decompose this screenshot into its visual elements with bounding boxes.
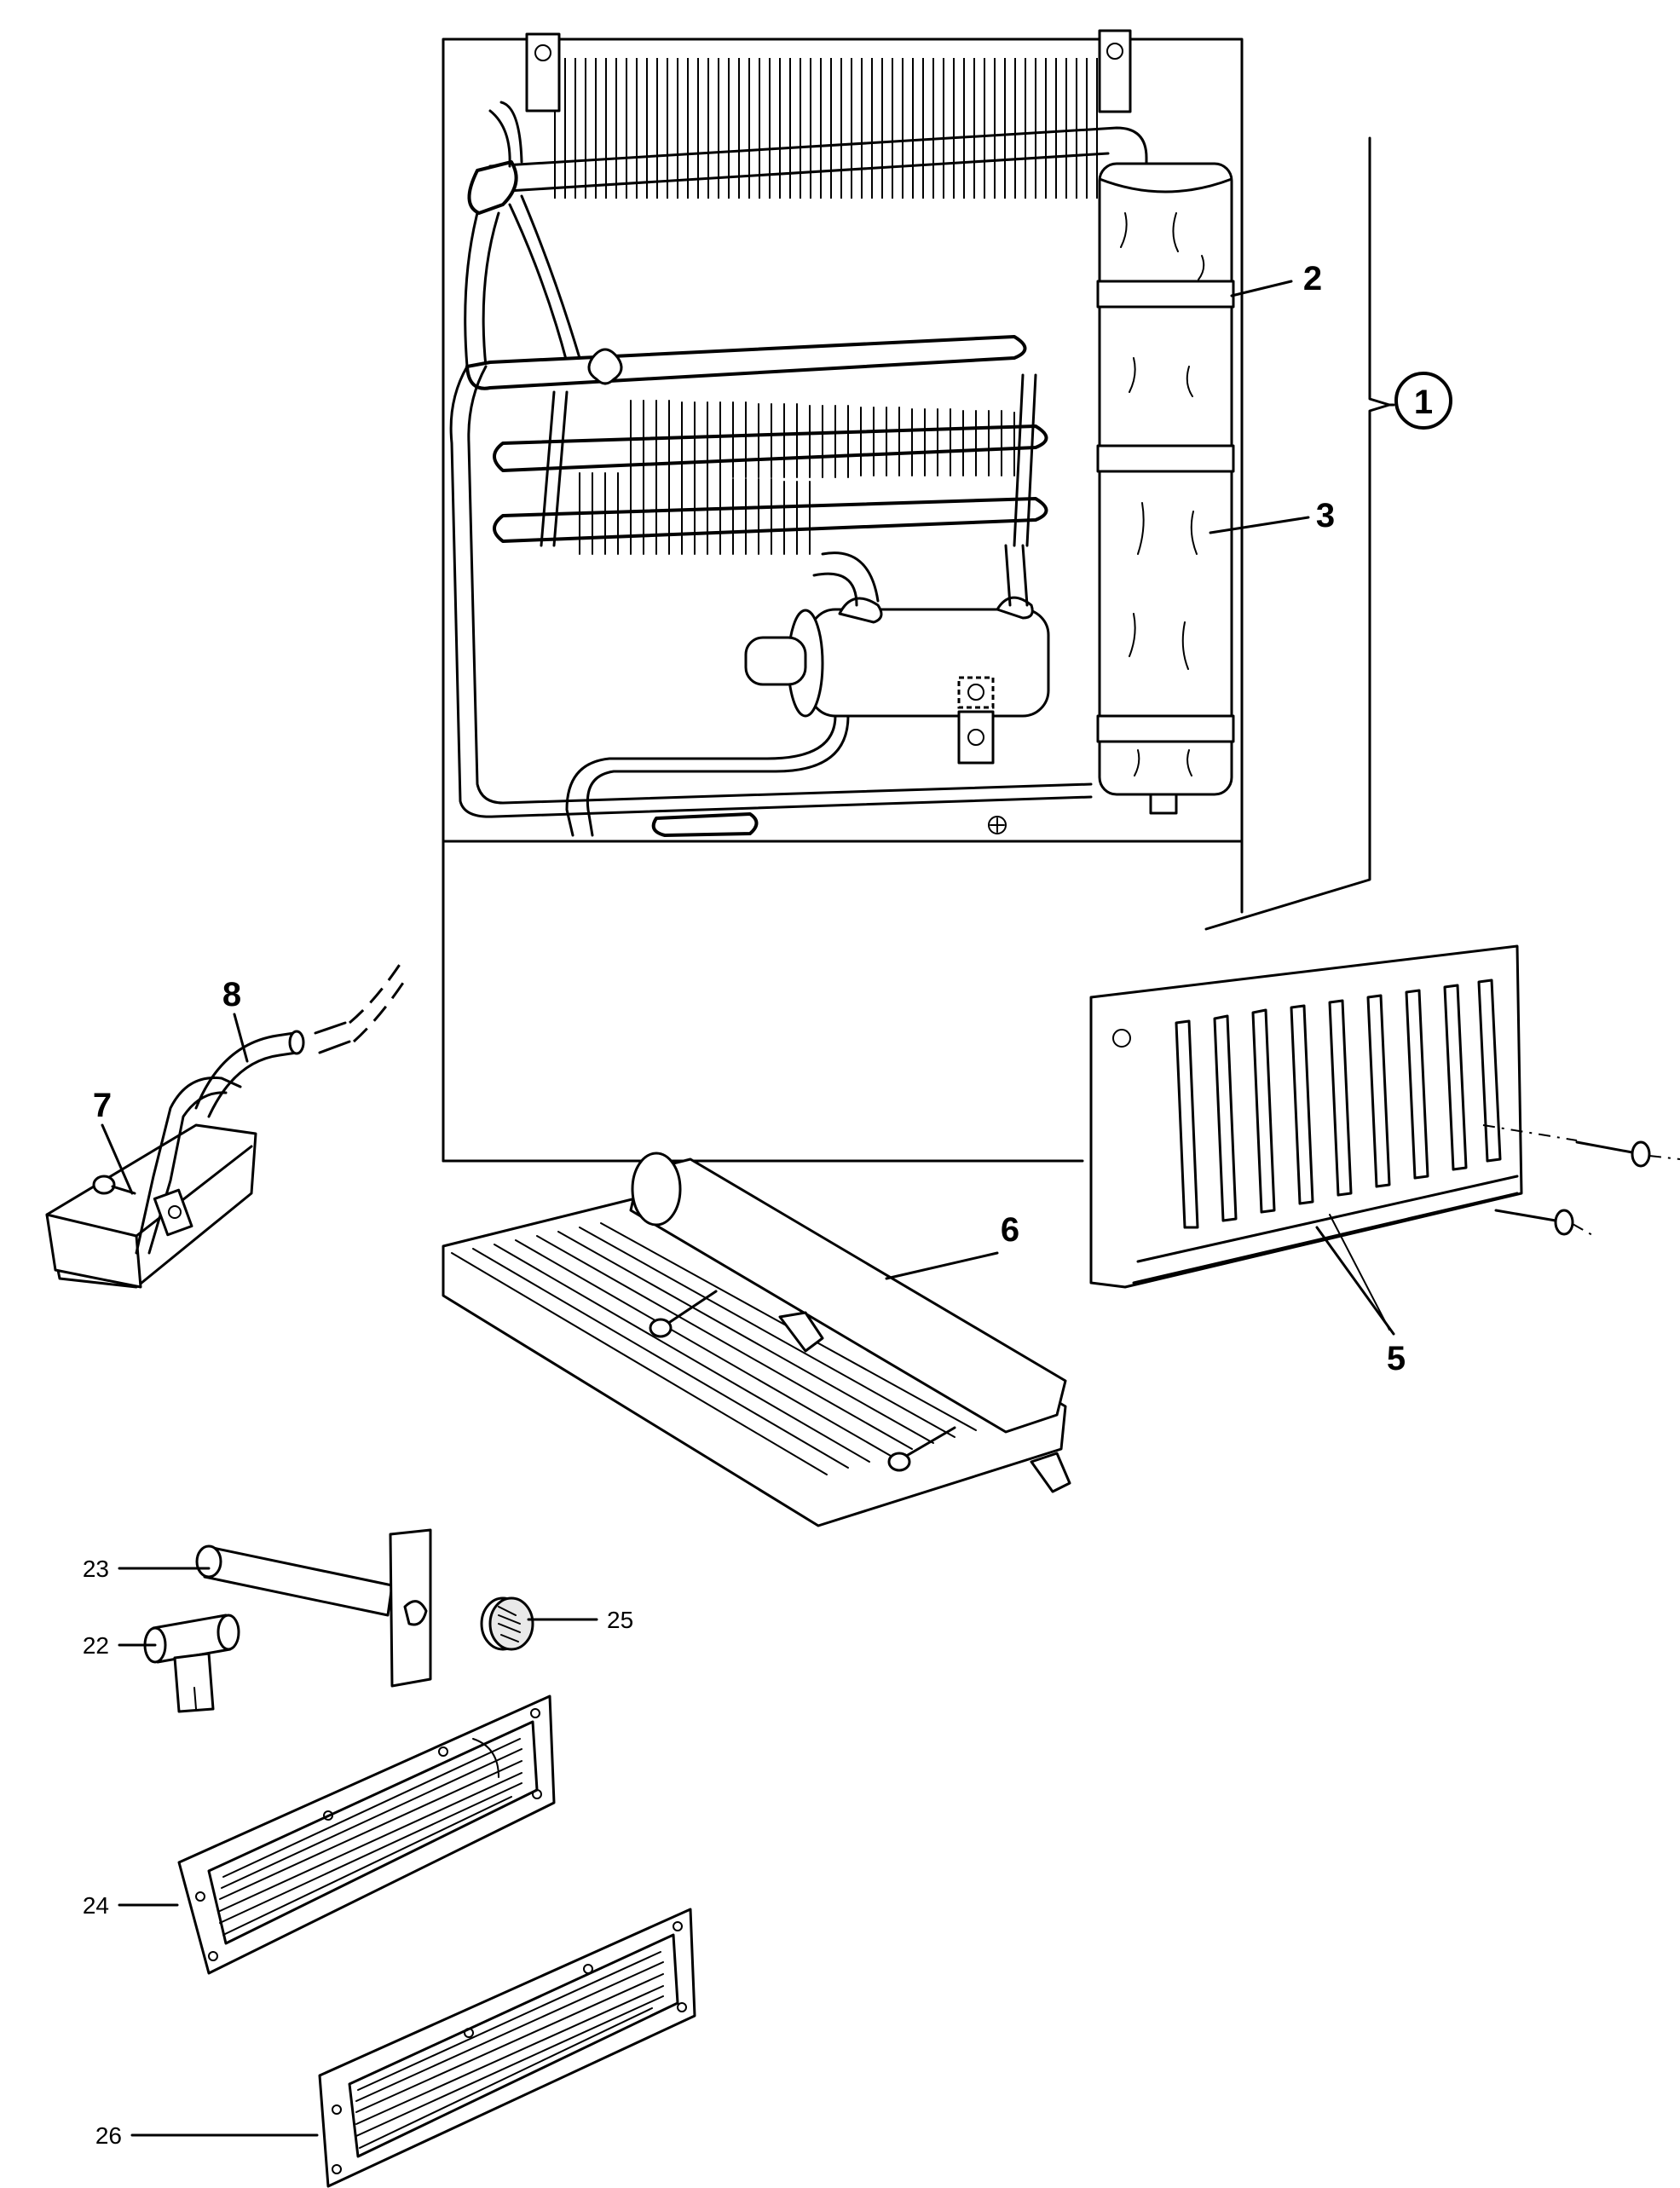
mounting-panel xyxy=(442,38,1244,1163)
callout-1: 1 xyxy=(1394,372,1452,430)
callout-26: 26 xyxy=(95,2122,122,2149)
cover-screws xyxy=(1482,1124,1680,1237)
callout-1-circle xyxy=(1394,372,1452,430)
upper-vent-slots xyxy=(219,1738,522,1936)
callout-23: 23 xyxy=(83,1556,109,1582)
part-6-burner-deflector xyxy=(442,1152,1071,1527)
part-7-drip-cup xyxy=(45,1076,257,1289)
callout-5: 5 xyxy=(1387,1340,1406,1377)
callout-24: 24 xyxy=(83,1892,109,1919)
callout-8: 8 xyxy=(222,976,241,1013)
cooling-unit-assembly xyxy=(449,29,1235,837)
callout-25: 25 xyxy=(607,1607,633,1633)
part-22-tee-fitting xyxy=(143,1614,240,1713)
part-5-finned-cover xyxy=(1089,944,1680,1331)
part-25-plug xyxy=(480,1596,534,1651)
assembly-bracket xyxy=(1204,136,1395,931)
deflector-fins xyxy=(451,1222,977,1475)
evaporator-fins-lower xyxy=(579,472,811,555)
leader-lines xyxy=(101,280,1395,2137)
part-8-drain-tube xyxy=(194,962,407,1118)
callout-3: 3 xyxy=(1316,497,1335,534)
part-24-upper-vent xyxy=(177,1694,556,1975)
part-23-tube-with-plate xyxy=(195,1528,432,1688)
callout-2: 2 xyxy=(1303,260,1322,297)
cover-fins xyxy=(1175,979,1502,1229)
evaporator-fins-upper xyxy=(630,400,1015,480)
callout-22: 22 xyxy=(83,1632,109,1659)
lower-vent-slots xyxy=(355,1951,664,2149)
part-26-lower-vent xyxy=(318,1908,696,2188)
callout-1-label: 1 xyxy=(1414,384,1433,421)
callout-6: 6 xyxy=(1001,1211,1019,1249)
callout-7: 7 xyxy=(93,1087,112,1124)
